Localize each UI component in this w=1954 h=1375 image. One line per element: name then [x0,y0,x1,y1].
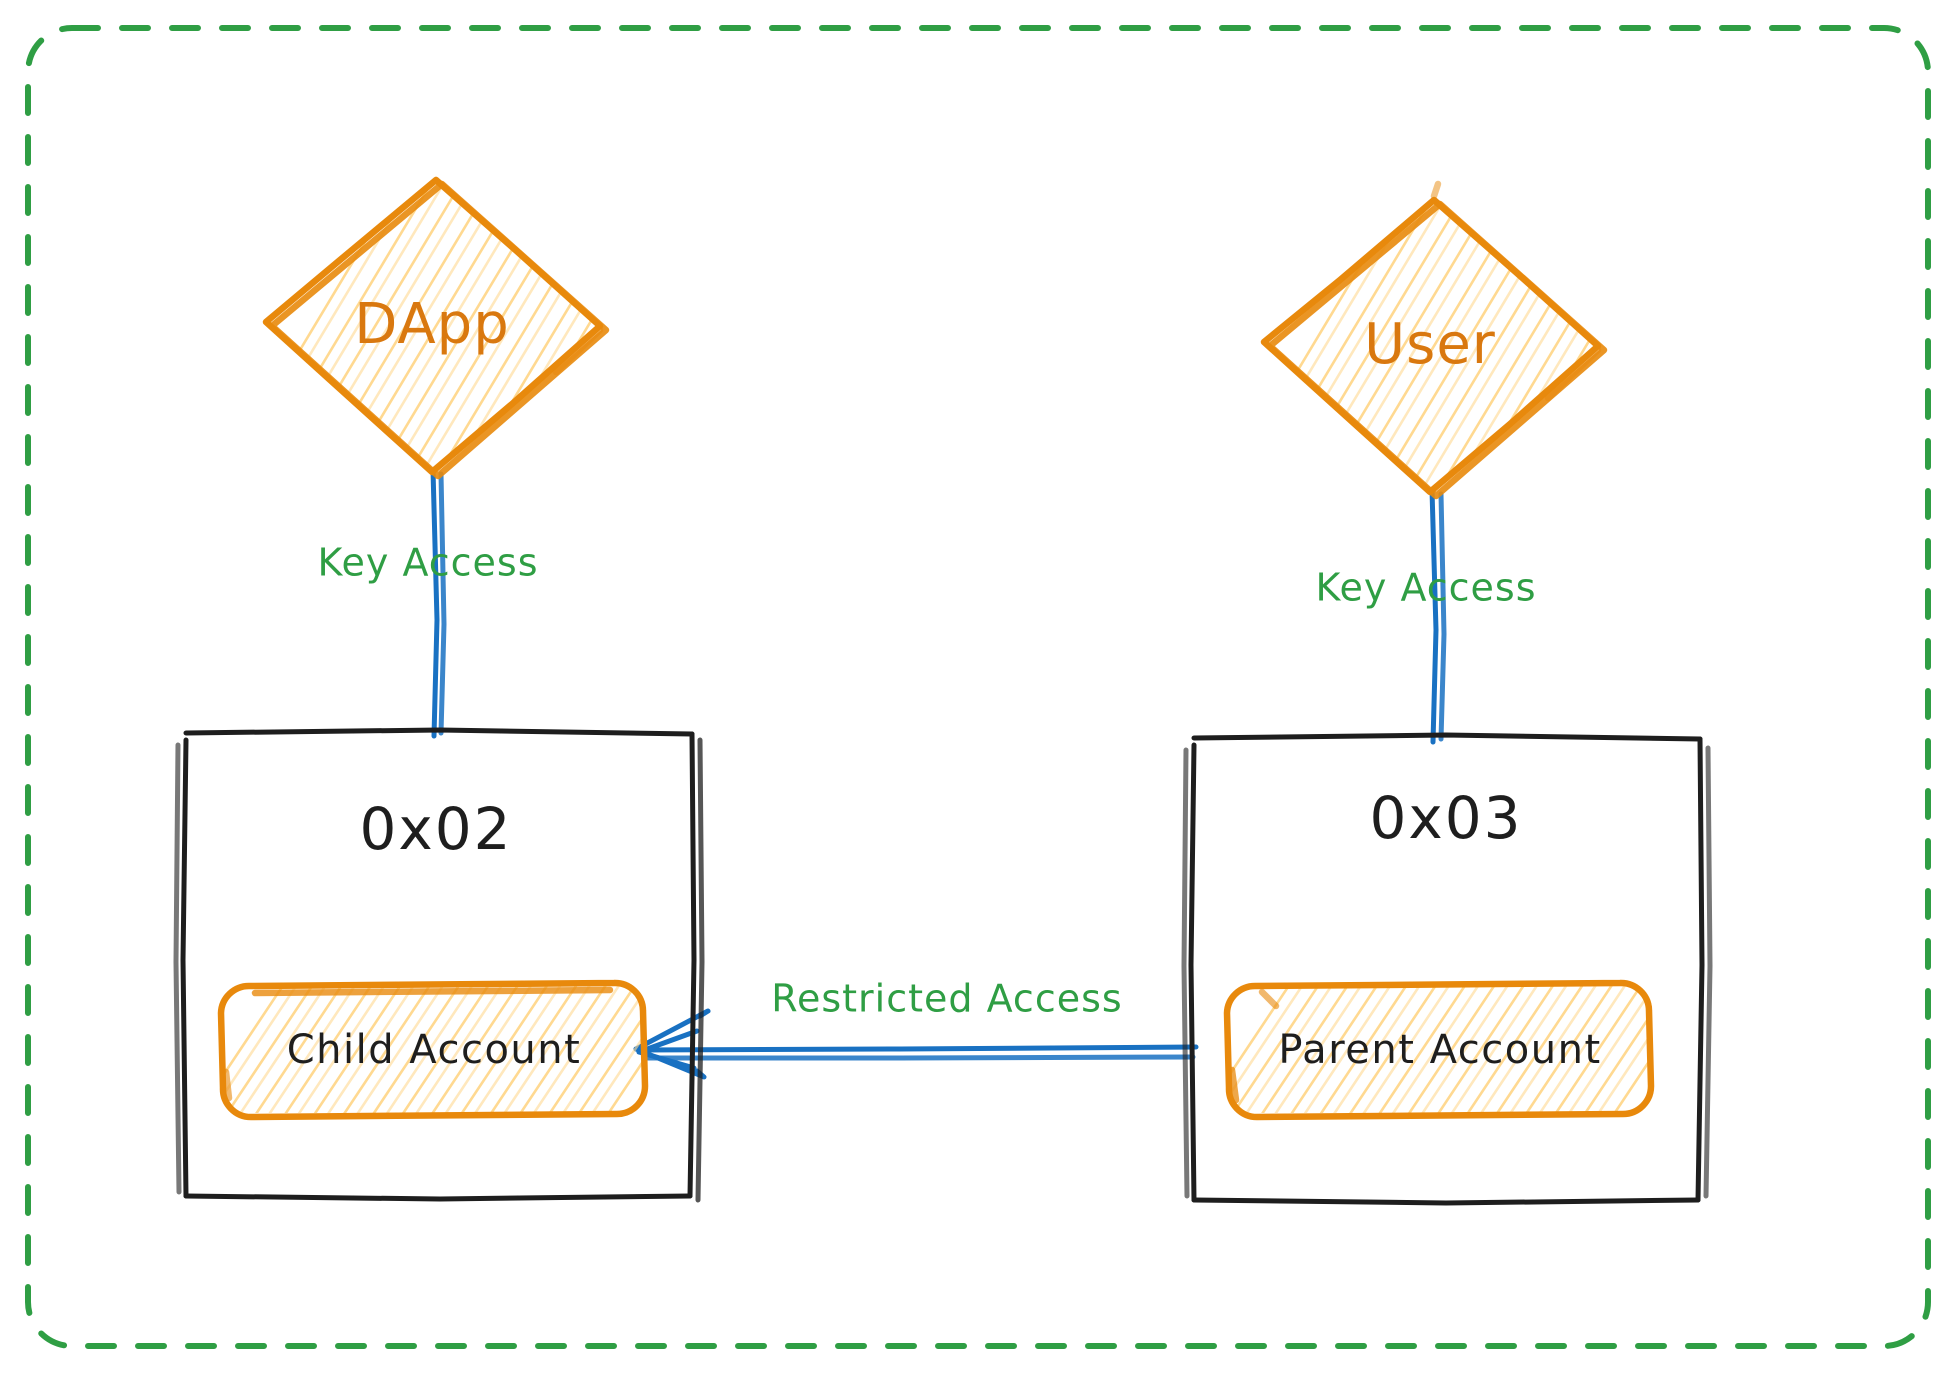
node-account-0x02[interactable] [173,727,705,1203]
node-label-user: User [1364,312,1496,377]
edge-label-key-access-user: Key Access [1315,566,1536,610]
inner-node-child-account[interactable] [180,959,692,1168]
node-label-0x03: 0x03 [1369,784,1522,852]
child-account-hatch-fill [223,985,643,1113]
inner-label-parent-account: Parent Account [1278,1027,1601,1073]
edge-user-to-parent-account[interactable] [1429,487,1447,745]
edge-label-key-access-dapp: Key Access [317,541,538,585]
inner-node-parent-account[interactable] [1186,959,1698,1168]
node-account-0x03[interactable] [1181,732,1713,1206]
node-label-0x02: 0x02 [359,795,512,863]
node-label-dapp: DApp [354,292,510,357]
edge-parent-to-child-restricted[interactable] [633,1008,1199,1080]
outer-dashed-frame [25,25,1931,1349]
parent-account-hatch-fill [1229,985,1649,1113]
edge-label-restricted-access: Restricted Access [771,977,1122,1021]
inner-label-child-account: Child Account [287,1027,582,1073]
edge-dapp-to-child-account[interactable] [430,467,447,739]
